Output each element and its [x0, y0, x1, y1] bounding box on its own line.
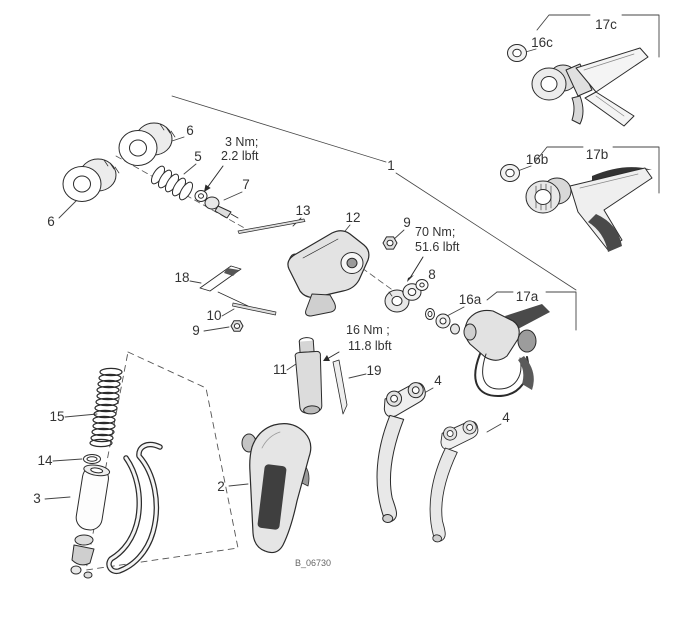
- callout-9a: 9: [403, 215, 411, 230]
- callout-14: 14: [37, 453, 53, 468]
- bracket-17b: [534, 146, 660, 194]
- part-10-pin: [232, 302, 277, 316]
- callout-3: 3: [33, 491, 41, 506]
- part-7-valve-stem: [194, 190, 239, 219]
- callout-15: 15: [49, 409, 64, 424]
- part-14-o-ring: [83, 454, 101, 464]
- part-4-trigger-left: [373, 379, 427, 526]
- part-13-push-rod: [237, 218, 306, 234]
- part-8-packing-stack: [384, 279, 429, 313]
- callout-19: 19: [366, 363, 381, 378]
- callout-16b: 16b: [526, 152, 549, 167]
- torque-note-part7-line1: 3 Nm;: [225, 135, 258, 149]
- callout-9b: 9: [192, 323, 200, 338]
- part-17c-tip-guard: [531, 47, 649, 127]
- part-12-gun-head: [287, 230, 370, 317]
- part-9-nut-lower: [230, 320, 244, 332]
- part-5-spring: [150, 165, 194, 201]
- callout-8: 8: [428, 267, 436, 282]
- callout-6a: 6: [186, 123, 194, 138]
- part-6-cap-left: [62, 158, 120, 202]
- torque-note-part11-line1: 16 Nm ;: [346, 323, 390, 337]
- part-15-spring: [89, 367, 123, 448]
- torque-annotations: 3 Nm; 2.2 lbft 70 Nm; 51.6 lbft 16 Nm ; …: [221, 135, 460, 353]
- torque-arrow-part8: [407, 256, 424, 282]
- callout-1: 1: [387, 158, 395, 173]
- callout-12: 12: [345, 210, 360, 225]
- callout-10: 10: [206, 308, 221, 323]
- part-6-cap-top: [118, 122, 176, 166]
- part-16c-washer: [507, 44, 527, 62]
- callout-16a: 16a: [459, 292, 482, 307]
- part-16b-washer: [500, 164, 520, 182]
- torque-note-part11-line2: 11.8 lbft: [348, 339, 392, 353]
- callout-17a: 17a: [516, 289, 539, 304]
- part-4-trigger-right: [424, 416, 480, 546]
- part-3-inlet-tube: [70, 464, 111, 579]
- part-2-handle: [241, 423, 312, 554]
- callout-17b: 17b: [586, 147, 609, 162]
- torque-note-part7-line2: 2.2 lbft: [221, 149, 259, 163]
- callout-17c: 17c: [595, 17, 617, 32]
- part-17b-tip-guard: [525, 167, 653, 252]
- part-16a-seal-set: [425, 308, 460, 335]
- part-19-needle: [332, 359, 348, 415]
- callout-5: 5: [194, 149, 202, 164]
- bracket-17a: [486, 291, 577, 331]
- part-18-blade: [199, 265, 249, 307]
- callout-2: 2: [217, 479, 225, 494]
- bracket-17c: [536, 14, 660, 58]
- callout-4a: 4: [434, 373, 442, 388]
- pail-hook: [106, 441, 163, 575]
- part-9-nut-upper: [382, 236, 398, 250]
- callout-16c: 16c: [531, 35, 553, 50]
- part-11-valve-cartridge: [294, 337, 323, 415]
- part-17a-front-assembly: [463, 304, 550, 397]
- torque-note-part8-line1: 70 Nm;: [415, 225, 455, 239]
- callout-7: 7: [242, 177, 250, 192]
- callout-11: 11: [273, 362, 287, 377]
- figure-code: B_06730: [295, 558, 331, 568]
- torque-arrow-part11: [323, 351, 340, 361]
- torque-arrow-part7: [204, 165, 224, 192]
- callout-6b: 6: [47, 214, 55, 229]
- assembly-bracket-item-1: [171, 95, 577, 291]
- torque-note-part8-line2: 51.6 lbft: [415, 240, 460, 254]
- callout-18: 18: [174, 270, 189, 285]
- callout-labels: 1 2 3 4 4 5 6 6 7 8 9 9 10 11 12 13 14 1…: [33, 17, 617, 506]
- callout-13: 13: [295, 203, 310, 218]
- callout-4b: 4: [502, 410, 510, 425]
- dashed-assembly-box: [85, 351, 239, 571]
